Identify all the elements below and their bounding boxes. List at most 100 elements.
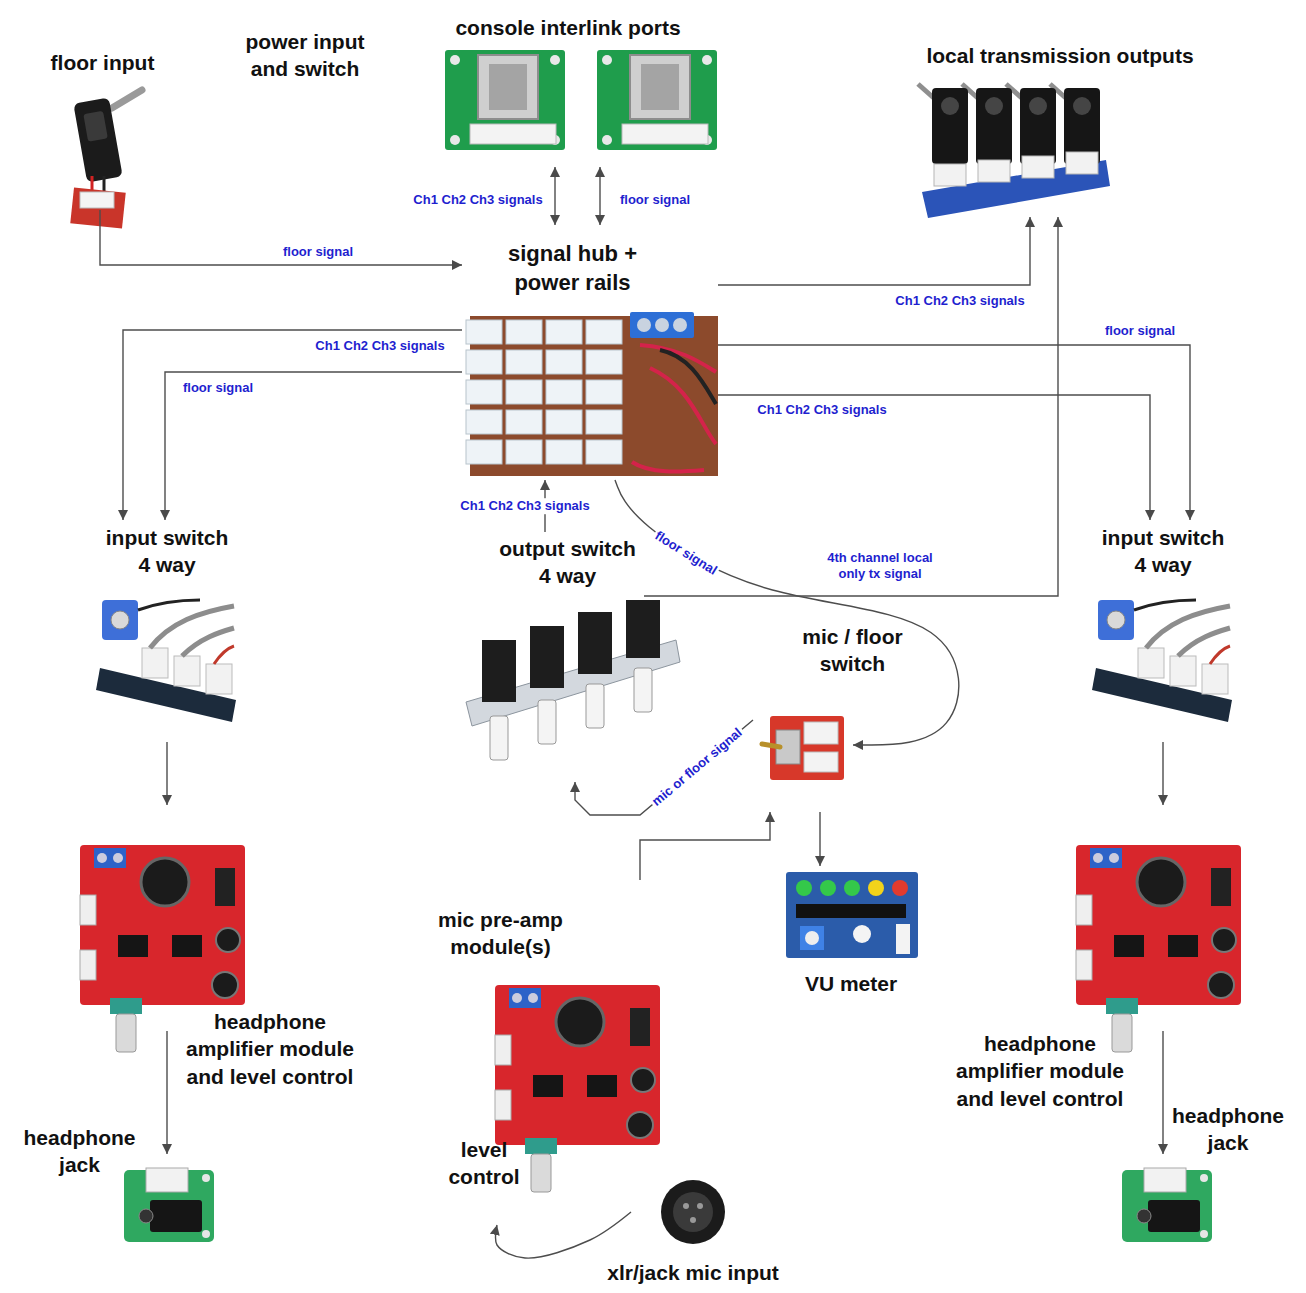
input-switch-node: input switch 4 way xyxy=(92,520,242,742)
protoboard-photo xyxy=(586,320,622,344)
vu-meter-board-photo xyxy=(896,924,910,954)
text-holder: floor signal xyxy=(686,553,760,569)
headphone-jack-photo xyxy=(1122,1168,1212,1242)
rca-jacks-photo xyxy=(962,84,980,100)
preamp-board-photo xyxy=(495,985,660,1192)
amplifier-board-photo xyxy=(216,928,240,952)
rotary-switch-photo xyxy=(206,664,232,694)
amplifier-board-photo xyxy=(113,853,123,863)
protoboard-photo xyxy=(466,312,718,476)
component-heading: signal hub + power rails xyxy=(489,240,656,297)
component-heading: headphone amplifier module and level con… xyxy=(170,1008,370,1090)
poly-outline xyxy=(393,880,745,1225)
rca-jacks-photo xyxy=(932,88,968,164)
protoboard-photo xyxy=(506,350,542,374)
protoboard-photo xyxy=(506,320,542,344)
protoboard-photo xyxy=(632,462,704,472)
text-holder: console interlink ports xyxy=(418,14,718,41)
signal-label: floor signal xyxy=(1103,323,1177,339)
amplifier-board-photo xyxy=(80,950,96,980)
text-holder: Ch1 Ch2 Ch3 signals xyxy=(960,301,1093,317)
signal-connector xyxy=(718,345,1190,520)
ellipse-outline xyxy=(432,70,718,167)
text-holder: local transmission outputs xyxy=(905,42,1215,69)
signal-label: Ch1 Ch2 Ch3 signals xyxy=(411,192,544,208)
push-switch-bank-photo xyxy=(530,626,564,688)
ellipse-outline xyxy=(1091,1155,1239,1269)
signal-label: floor signal xyxy=(650,527,721,579)
toggle-switch-photo xyxy=(762,744,780,747)
protoboard-photo xyxy=(637,318,651,332)
amplifier-board-photo xyxy=(1076,845,1241,1052)
protoboard-photo xyxy=(640,345,716,372)
signal-connector xyxy=(599,167,600,225)
protoboard-photo xyxy=(586,380,622,404)
rotary-switch-photo xyxy=(96,668,236,722)
amplifier-board-photo xyxy=(172,935,202,957)
ellipse-outline xyxy=(23,93,177,209)
ellipse-outline xyxy=(878,93,1162,217)
protoboard-photo xyxy=(660,350,716,404)
signal-connector xyxy=(1162,1031,1163,1154)
protoboard-photo xyxy=(630,312,694,338)
component-heading: VU meter xyxy=(776,970,926,997)
push-switch-bank-photo xyxy=(490,716,508,760)
interlink-board-photo xyxy=(470,124,556,144)
part-label: power input and switch xyxy=(230,28,380,83)
text-holder: input switch 4 way xyxy=(1098,524,1228,579)
interlink-board-photo xyxy=(550,55,560,65)
mic-floor-switch-node: mic / floor switch xyxy=(753,685,853,812)
vu-meter-board-photo xyxy=(820,880,836,896)
push-switch-bank-photo xyxy=(578,612,612,674)
part-caption: level control xyxy=(438,1136,530,1191)
floor-input-node: floor input xyxy=(22,92,178,210)
rca-jacks-photo xyxy=(934,164,966,186)
diamond-outline xyxy=(54,805,280,1031)
component-heading: input switch 4 way xyxy=(102,524,232,579)
xlr-jack-socket-photo xyxy=(690,1217,696,1223)
amplifier-board-photo xyxy=(110,998,142,1014)
amplifier-board-photo xyxy=(141,858,189,906)
signal-label: Ch1 Ch2 Ch3 signals xyxy=(458,498,591,514)
headphone-jack-photo xyxy=(150,1200,202,1232)
text-holder: mic pre-amp module(s) xyxy=(423,906,578,961)
vu-meter-board-photo xyxy=(868,880,884,896)
ellipse-outline xyxy=(92,1154,242,1270)
mic-input-node: xlr/jack mic input xyxy=(631,1162,755,1262)
component-heading: floor input xyxy=(40,49,165,76)
interlink-board-photo xyxy=(445,50,565,150)
component-heading: mic pre-amp module(s) xyxy=(423,906,578,961)
headphone-jack-node: headphone jack xyxy=(1090,1154,1240,1270)
xlr-jack-socket-photo xyxy=(661,1180,725,1244)
vu-meter-board-photo xyxy=(853,925,871,943)
signal-label: Ch1 Ch2 Ch3 signals xyxy=(755,402,888,418)
vu-meter-board-photo xyxy=(786,872,918,958)
rca-jacks-photo xyxy=(1006,84,1024,100)
signal-label: floor signal xyxy=(281,244,355,260)
signal-connector xyxy=(165,372,462,520)
interlink-board-photo xyxy=(489,64,527,110)
protoboard-photo xyxy=(586,410,622,434)
protoboard-photo xyxy=(673,318,687,332)
signal-label: floor signal xyxy=(181,380,255,396)
signal-connector xyxy=(554,167,555,225)
ellipse-outline xyxy=(1090,1154,1240,1270)
toggle-switch-photo xyxy=(770,716,844,780)
vu-meter-board-photo xyxy=(796,904,906,918)
protoboard-photo xyxy=(506,440,542,464)
component-heading: local transmission outputs xyxy=(905,42,1215,69)
rca-jacks-photo xyxy=(922,160,1110,218)
text-holder: floor signal xyxy=(218,388,292,404)
xlr-jack-socket-photo xyxy=(697,1203,703,1209)
ellipse-outline xyxy=(433,71,717,166)
text-holder: headphone jack xyxy=(12,1124,147,1179)
text-holder: power input and switch xyxy=(230,28,380,83)
rotary-switch-photo xyxy=(96,600,236,722)
amplifier-board-photo xyxy=(94,848,126,868)
ellipse-outline xyxy=(22,92,178,210)
ellipse-outline xyxy=(879,94,1161,216)
rca-jacks-photo xyxy=(1050,84,1068,100)
rca-jacks-photo xyxy=(941,97,959,115)
vu-meter-board-photo xyxy=(892,880,908,896)
